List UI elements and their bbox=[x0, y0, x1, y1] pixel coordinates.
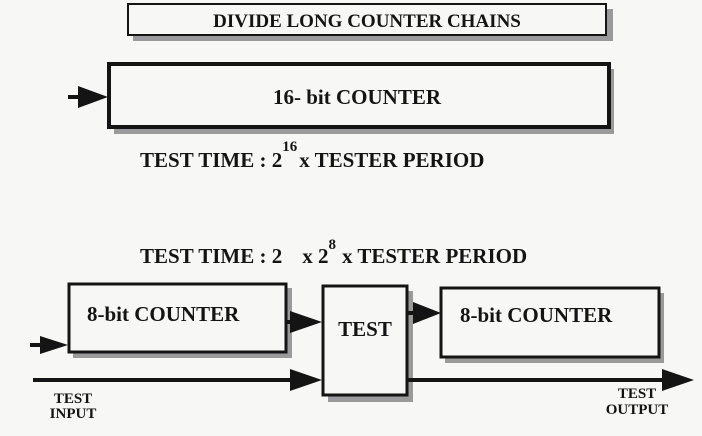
test-output-label-line1: TEST bbox=[618, 386, 656, 402]
first-eight-bit-counter-label: 8-bit COUNTER bbox=[87, 302, 240, 326]
title: DIVIDE LONG COUNTER CHAINS bbox=[213, 11, 521, 32]
sixteen-bit-counter-label: 16- bit COUNTER bbox=[273, 85, 442, 109]
title-box: DIVIDE LONG COUNTER CHAINS bbox=[127, 3, 613, 41]
second-eight-bit-counter-box: 8-bit COUNTER bbox=[439, 286, 664, 363]
test-input-label-line1: TEST bbox=[54, 391, 92, 407]
test-input-arrow bbox=[33, 369, 322, 391]
test-input-label-line2: INPUT bbox=[50, 406, 97, 422]
test-output-label-line2: OUTPUT bbox=[606, 402, 669, 418]
test-block-label: TEST bbox=[338, 317, 392, 341]
first-input-arrow bbox=[30, 336, 68, 354]
test-to-counter-arrow bbox=[407, 302, 441, 324]
input-arrow bbox=[68, 86, 108, 108]
single-test-time-formula: TEST TIME : 216x TESTER PERIOD bbox=[140, 139, 484, 172]
test-output-arrow bbox=[407, 369, 694, 391]
first-eight-bit-counter-box: 8-bit COUNTER bbox=[67, 282, 292, 358]
second-eight-bit-counter-label: 8-bit COUNTER bbox=[460, 303, 613, 327]
counter-to-test-arrow bbox=[286, 311, 322, 333]
test-block: TEST bbox=[321, 284, 413, 402]
sixteen-bit-counter-box: 16- bit COUNTER bbox=[107, 62, 614, 134]
